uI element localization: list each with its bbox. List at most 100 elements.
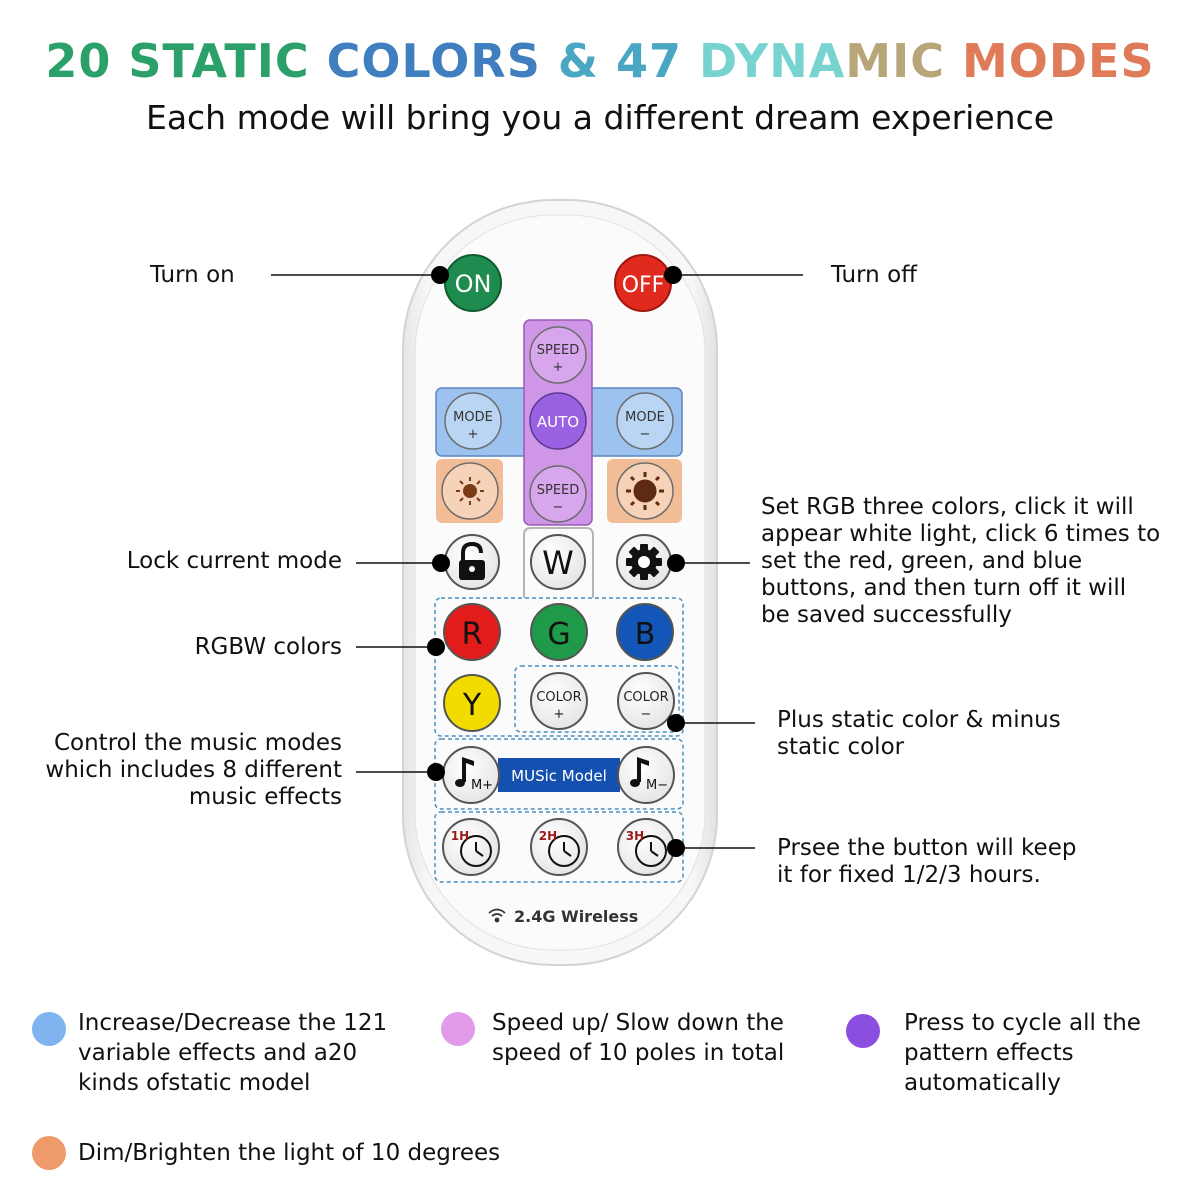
red-button[interactable]: R <box>443 603 501 661</box>
color-plus-sign: + <box>554 707 565 722</box>
callout-dots <box>427 266 685 857</box>
callout-color-pm: Plus static color & minus static color <box>777 707 1061 761</box>
mode-minus-sign: − <box>640 427 651 442</box>
headline-part: MIC <box>845 34 962 88</box>
auto-button[interactable]: AUTO <box>529 392 587 450</box>
headline-part: & 47 <box>557 34 700 88</box>
clock-icon <box>460 835 492 867</box>
legend-text-dim: Dim/Brighten the light of 10 degrees <box>78 1138 500 1168</box>
callout-music: Control the music modes which includes 8… <box>8 730 342 811</box>
sun-dim-icon <box>456 477 484 505</box>
callout-color-pm-line: Plus static color & minus <box>777 707 1061 733</box>
timer-1h-label: 1H <box>451 829 469 843</box>
clock-icon <box>548 835 580 867</box>
settings-button[interactable] <box>616 534 672 590</box>
speed-plus-button[interactable]: SPEED + <box>529 326 587 384</box>
w-label: W <box>542 544 574 582</box>
callout-turn-on: Turn on <box>150 262 235 288</box>
music-plus-label: M+ <box>471 778 493 793</box>
legend-text-auto: Press to cycle all the pattern effects a… <box>904 1008 1141 1098</box>
color-plus-button[interactable]: COLOR + <box>530 672 588 730</box>
headline-part: COLORS <box>326 34 558 88</box>
legend-line: Press to cycle all the <box>904 1010 1141 1036</box>
speed-plus-sign: + <box>553 360 564 375</box>
lock-icon <box>459 541 485 580</box>
w-button[interactable]: W <box>530 534 586 590</box>
auto-label: AUTO <box>537 413 579 431</box>
headline-part: 20 STATIC <box>45 34 327 88</box>
legend-line: Speed up/ Slow down the <box>492 1010 784 1036</box>
music-note-icon <box>630 757 649 787</box>
clock-icon <box>635 835 667 867</box>
callout-music-line: which includes 8 different <box>45 757 342 783</box>
wireless-label: 2.4G Wireless <box>514 907 638 926</box>
music-note-icon <box>455 757 474 787</box>
music-minus-label: M− <box>646 778 668 793</box>
headline-part: MODES <box>961 34 1155 88</box>
legend-line: variable effects and a20 <box>78 1040 358 1066</box>
callout-rgbw: RGBW colors <box>194 634 342 660</box>
dim-button[interactable] <box>441 462 499 520</box>
headline-part: DYNA <box>699 34 846 88</box>
legend-dot-auto <box>846 1014 880 1048</box>
headline: 20 STATIC COLORS & 47 DYNAMIC MODES <box>0 34 1200 88</box>
on-button[interactable]: ON <box>444 254 502 312</box>
mode-minus-button[interactable]: MODE − <box>616 392 674 450</box>
timer-2h-label: 2H <box>539 829 557 843</box>
off-button[interactable]: OFF <box>614 254 672 312</box>
music-minus-button[interactable]: M− <box>617 746 675 804</box>
sun-bright-icon <box>626 472 664 510</box>
callout-set-rgb-line: buttons, and then turn off it will <box>761 575 1127 601</box>
callout-music-line: Control the music modes <box>53 730 342 756</box>
callout-turn-off: Turn off <box>831 262 917 288</box>
callout-set-rgb-line: set the red, green, and blue <box>761 548 1083 574</box>
callout-lock: Lock current mode <box>126 548 342 574</box>
legend-text-speed: Speed up/ Slow down the speed of 10 pole… <box>492 1008 784 1068</box>
green-label: G <box>547 617 570 652</box>
timer-3h-label: 3H <box>626 829 644 843</box>
w-slot <box>523 527 594 598</box>
timer-1h-button[interactable]: 1H <box>442 818 500 876</box>
legend-line: pattern effects <box>904 1040 1074 1066</box>
timer-2h-button[interactable]: 2H <box>530 818 588 876</box>
mode-plus-label: MODE <box>453 410 493 425</box>
callout-set-rgb-line: Set RGB three colors, click it will <box>761 494 1134 520</box>
lock-button[interactable] <box>444 534 500 590</box>
callout-music-line: music effects <box>188 784 342 810</box>
blue-button[interactable]: B <box>616 603 674 661</box>
legend-line: speed of 10 poles in total <box>492 1040 785 1066</box>
color-plus-label: COLOR <box>536 690 581 705</box>
yellow-button[interactable]: Y <box>443 674 501 732</box>
yellow-label: Y <box>462 688 482 723</box>
music-bar <box>498 758 620 792</box>
color-minus-label: COLOR <box>623 690 668 705</box>
blue-label: B <box>635 617 656 652</box>
speed-minus-button[interactable]: SPEED − <box>529 465 587 523</box>
callout-set-rgb-line: appear white light, click 6 times to <box>761 521 1161 547</box>
music-zone <box>434 738 684 810</box>
legend-line: Dim/Brighten the light of 10 degrees <box>78 1140 501 1166</box>
legend-dot-mode <box>32 1012 66 1046</box>
color-minus-sign: − <box>641 707 652 722</box>
on-label: ON <box>455 270 492 298</box>
callout-timer: Prsee the button will keep it for fixed … <box>777 835 1076 889</box>
bright-button[interactable] <box>616 462 674 520</box>
mode-plus-button[interactable]: MODE + <box>444 392 502 450</box>
green-button[interactable]: G <box>530 603 588 661</box>
color-minus-button[interactable]: COLOR − <box>617 672 675 730</box>
callout-timer-line: it for fixed 1/2/3 hours. <box>777 862 1041 888</box>
legend-text-mode: Increase/Decrease the 121 variable effec… <box>78 1008 387 1098</box>
music-plus-button[interactable]: M+ <box>442 746 500 804</box>
callout-set-rgb-line: be saved successfully <box>761 602 1012 628</box>
music-bar-label: MUSic Model <box>511 767 607 785</box>
off-label: OFF <box>622 273 665 298</box>
subheadline: Each mode will bring you a different dre… <box>145 98 1055 137</box>
timer-3h-button[interactable]: 3H <box>617 818 675 876</box>
legend-dot-speed <box>441 1012 475 1046</box>
color-zone <box>434 597 684 737</box>
callout-lines <box>271 274 803 849</box>
legend-line: Increase/Decrease the 121 <box>78 1010 388 1036</box>
legend-line: kinds ofstatic model <box>78 1070 311 1096</box>
wifi-icon <box>488 908 506 923</box>
